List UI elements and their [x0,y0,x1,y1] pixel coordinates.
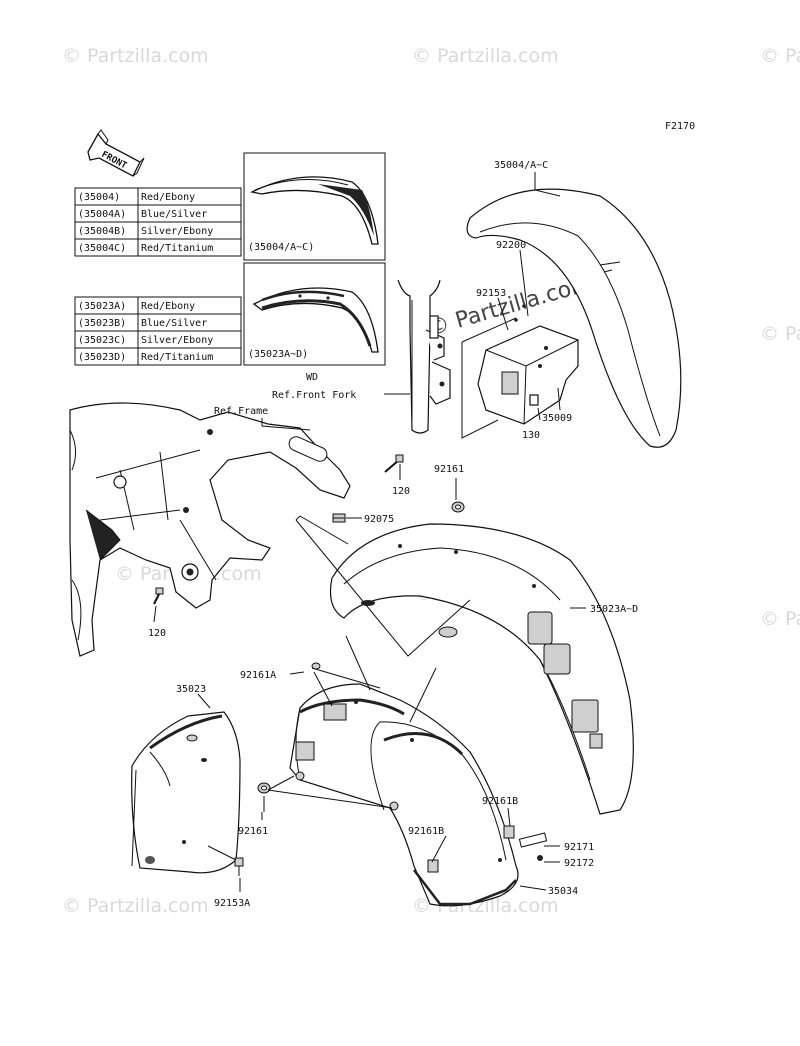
inset-top: (35004/A~C) WD [243,152,386,274]
color-name: Silver/Ebony [141,226,213,237]
callout-35009: 35009 [542,413,572,424]
callout-92161B: 92161B [482,796,518,807]
color-code: (35004A) [78,209,126,220]
callout-92075: 92075 [364,514,394,525]
inner-fender-35034 [289,683,519,907]
callout-92161: 92161 [434,464,464,475]
color-table-top: (35004) Red/Ebony (35004A) Blue/Silver (… [74,187,242,257]
color-code: (35023C) [78,335,126,346]
front-fender-35004 [466,188,682,448]
callout-35023ad: 35023A~D [590,604,638,615]
color-name: Red/Titanium [141,243,213,254]
callout-labels: 35004/A~C 92200 92153 35009 130 Ref.Fron… [148,160,638,909]
front-fork [397,279,451,434]
color-code: (35023A) [78,301,126,312]
callout-120: 120 [148,628,166,639]
front-arrow-icon: FRONT [87,129,145,177]
watermark: © Partzilla.com [62,895,209,917]
callout-35034: 35034 [548,886,578,897]
callout-120: 120 [392,486,410,497]
screw-92172 [537,855,543,861]
figure-code: F2170 [665,121,695,132]
inset-bottom-label: (35023A~D) [248,349,308,360]
inset-top-label: (35004/A~C) [248,242,314,253]
color-code: (35004B) [78,226,126,237]
inset-bottom-caption: WD [306,372,318,383]
color-name: Red/Titanium [141,352,213,363]
pad-92171 [518,832,548,848]
color-name: Silver/Ebony [141,335,213,346]
watermark: © Partzilla.com [760,323,800,345]
color-code: (35023B) [78,318,126,329]
watermark: © Partzilla.com [760,45,800,67]
bracket-35009 [477,325,579,425]
callout-92153: 92153 [476,288,506,299]
color-code: (35004C) [78,243,126,254]
grommet-92161-lower [257,782,271,794]
callout-92171: 92171 [564,842,594,853]
callout-92161: 92161 [238,826,268,837]
callout-35004: 35004/A~C [494,160,548,171]
callout-35023: 35023 [176,684,206,695]
frame [69,402,351,657]
callout-ref-frame: Ref.Frame [214,406,268,417]
color-name: Red/Ebony [141,192,195,203]
watermark: © Partzilla.com [760,608,800,630]
rear-fender-35023ad [329,523,634,815]
clip-92075 [332,513,346,523]
callout-92161B: 92161B [408,826,444,837]
color-name: Red/Ebony [141,301,195,312]
watermark: © Partzilla.com [62,45,209,67]
callout-130: 130 [522,430,540,441]
color-code: (35023D) [78,352,126,363]
leader-lines [153,172,586,892]
callout-92172: 92172 [564,858,594,869]
grommet-92161 [451,501,465,513]
bolt-120 [384,454,404,473]
color-code: (35004) [78,192,120,203]
callout-92153A: 92153A [214,898,250,909]
color-table-bottom: (35023A) Red/Ebony (35023B) Blue/Silver … [74,296,242,366]
side-cover-35023 [131,711,241,874]
watermark: © Partzilla.com [412,45,559,67]
callout-92161A: 92161A [240,670,276,681]
inset-bottom: (35023A~D) WD [243,262,386,383]
screw-92153A [234,857,244,876]
color-name: Blue/Silver [141,209,207,220]
bolt-120 [153,587,164,605]
callout-ref-front-fork: Ref.Front Fork [272,390,356,401]
callout-92200: 92200 [496,240,526,251]
color-name: Blue/Silver [141,318,207,329]
